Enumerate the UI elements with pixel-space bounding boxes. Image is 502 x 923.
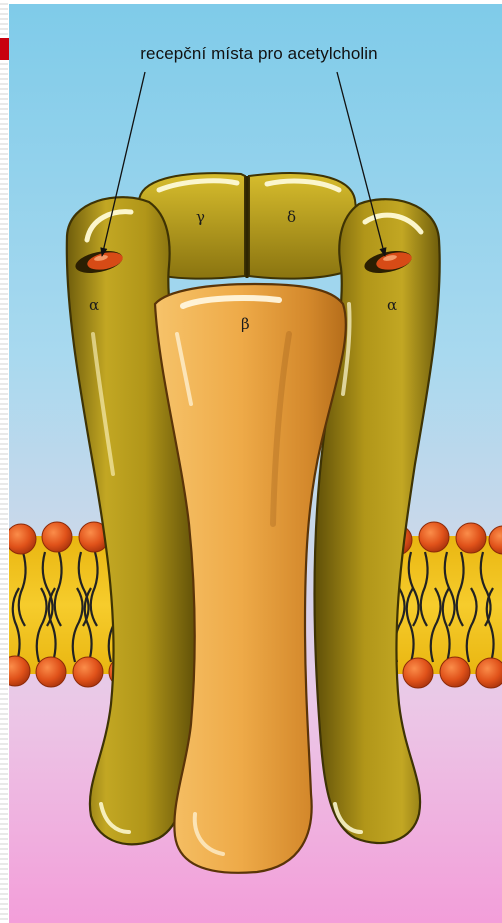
receptor-illustration: γ δ α β α: [9, 4, 502, 923]
gamma-label: γ: [196, 208, 205, 226]
acetylcholine-receptor-diagram: γ δ α β α recepční místa pro acetylcholi…: [9, 4, 502, 923]
red-corner-marker: [0, 38, 9, 60]
alpha-left-label: α: [89, 296, 99, 314]
delta-label: δ: [287, 208, 296, 226]
left-margin-strip: [0, 0, 8, 923]
alpha-right-label: α: [387, 296, 397, 314]
beta-label: β: [241, 315, 250, 333]
receptor-sites-label: recepční místa pro acetylcholin: [109, 44, 409, 64]
